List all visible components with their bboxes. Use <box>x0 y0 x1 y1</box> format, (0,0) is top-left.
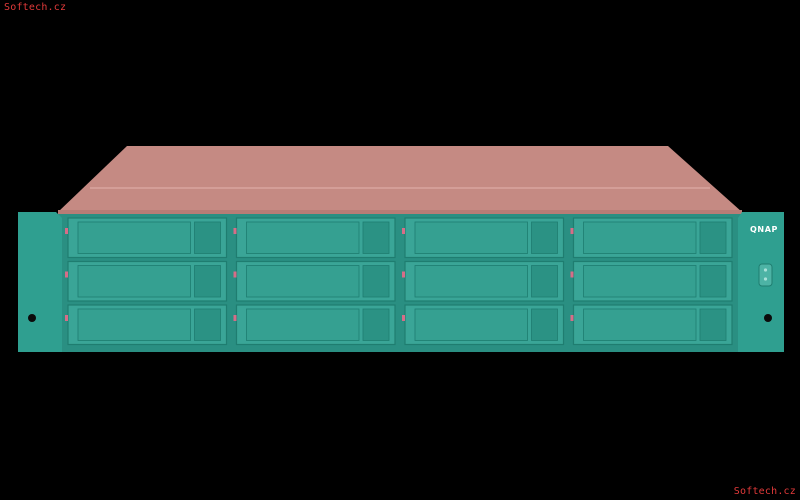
drive-tray-latch[interactable] <box>65 271 68 278</box>
drive-tray-11[interactable] <box>402 304 565 346</box>
drive-tray-latch[interactable] <box>233 228 237 234</box>
drive-tray-handle[interactable] <box>362 308 390 341</box>
drive-tray-latch[interactable] <box>402 228 405 234</box>
drive-tray-latch[interactable] <box>402 271 405 278</box>
drive-tray-10[interactable] <box>233 304 396 346</box>
drive-tray-handle[interactable] <box>362 221 390 254</box>
drive-tray-latch[interactable] <box>65 315 68 321</box>
drive-tray-handle[interactable] <box>531 265 558 298</box>
drive-tray-handle[interactable] <box>531 221 558 254</box>
drive-tray-grille <box>77 308 191 341</box>
drive-tray-6[interactable] <box>233 260 396 302</box>
drive-tray-latch[interactable] <box>65 228 68 234</box>
brand-logo: QNAP <box>750 225 778 234</box>
drive-tray-2[interactable] <box>233 217 396 259</box>
watermark-top-left: Softech.cz <box>4 2 67 13</box>
drive-tray-grille <box>583 265 697 298</box>
drive-bays <box>65 217 733 346</box>
drive-tray-5[interactable] <box>65 260 228 302</box>
left-ear-screw-hole <box>28 314 36 322</box>
drive-tray-handle[interactable] <box>194 265 221 298</box>
drive-tray-latch[interactable] <box>570 228 574 234</box>
drive-tray-grille <box>414 221 528 254</box>
drive-tray-9[interactable] <box>65 304 228 346</box>
watermark-bottom-right: Softech.cz <box>733 486 796 497</box>
left-rack-ear <box>18 212 62 352</box>
chassis-front-edge <box>58 210 742 216</box>
drive-tray-latch[interactable] <box>233 315 237 321</box>
drive-tray-grille <box>77 265 191 298</box>
right-ear-screw-hole <box>764 314 772 322</box>
drive-tray-1[interactable] <box>65 217 228 259</box>
drive-tray-grille <box>583 308 697 341</box>
drive-tray-handle[interactable] <box>699 265 727 298</box>
drive-tray-handle[interactable] <box>194 308 221 341</box>
drive-tray-latch[interactable] <box>233 271 237 278</box>
activity-led <box>763 277 768 281</box>
drive-tray-handle[interactable] <box>362 265 390 298</box>
drive-tray-latch[interactable] <box>570 271 574 278</box>
drive-tray-12[interactable] <box>570 304 733 346</box>
drive-tray-latch[interactable] <box>402 315 405 321</box>
drive-tray-3[interactable] <box>402 217 565 259</box>
drive-tray-grille <box>246 308 360 341</box>
chassis-top-lid <box>58 146 742 212</box>
drive-tray-8[interactable] <box>570 260 733 302</box>
drive-tray-latch[interactable] <box>570 315 574 321</box>
drive-tray-handle[interactable] <box>699 221 727 254</box>
drive-tray-grille <box>583 221 697 254</box>
drive-tray-7[interactable] <box>402 260 565 302</box>
power-button[interactable] <box>758 263 773 287</box>
drive-tray-handle[interactable] <box>194 221 221 254</box>
drive-tray-4[interactable] <box>570 217 733 259</box>
drive-tray-grille <box>246 221 360 254</box>
drive-tray-grille <box>77 221 191 254</box>
drive-tray-grille <box>414 265 528 298</box>
drive-tray-grille <box>414 308 528 341</box>
status-led <box>763 268 768 272</box>
drive-tray-grille <box>246 265 360 298</box>
drive-tray-handle[interactable] <box>699 308 727 341</box>
drive-tray-handle[interactable] <box>531 308 558 341</box>
